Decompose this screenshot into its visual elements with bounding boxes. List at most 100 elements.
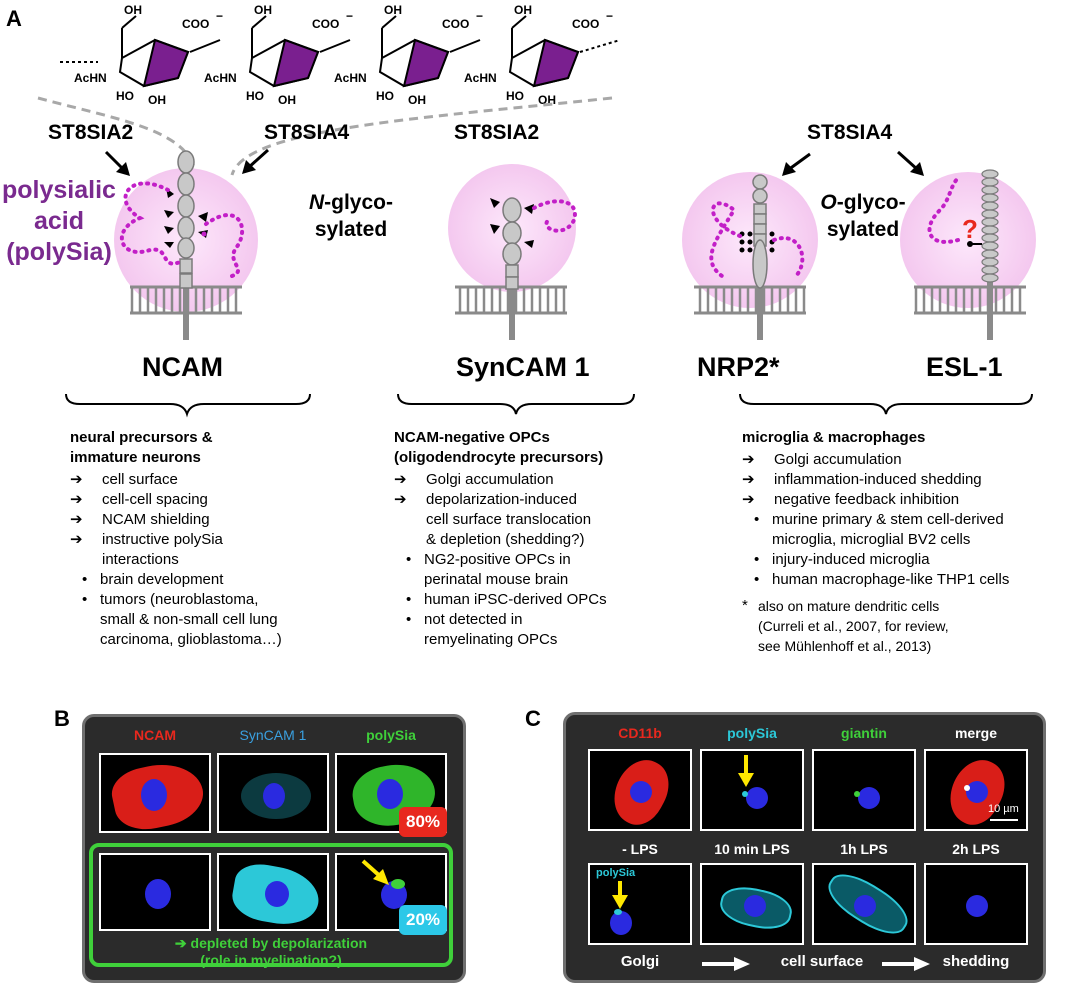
glyco-text: sylated [314, 218, 388, 241]
footnote: *also on mature dendritic cells [742, 596, 1060, 616]
list-item-text: brain development [100, 571, 224, 588]
list-item: ➔ Golgi accumulation [742, 450, 1060, 470]
bullet-icon: • [82, 571, 88, 588]
polysia-label: polysialic acid (polySia) [0, 175, 118, 268]
bullet-icon: • [754, 571, 760, 588]
panel-label-b: B [54, 706, 70, 731]
list-item-text: microglia, microglial BV2 cells [772, 531, 971, 548]
list-item-text: carcinoma, glioblastoma…) [100, 631, 282, 648]
list-item: ➔instructive polySia [70, 530, 330, 550]
micrograph-no-lps: polySia [588, 863, 692, 945]
membrane [694, 287, 806, 313]
label-2h-lps: 2h LPS [952, 841, 1000, 857]
arrow-icon: ➔ [742, 471, 755, 488]
label-golgi: Golgi [620, 953, 660, 970]
micrograph-2h-lps [924, 863, 1028, 945]
panel-b-box: NCAM SynCAM 1 polySia 80% 20% ➔ depleted… [82, 714, 466, 983]
depolarization-caption: ➔ depleted by depolarization (role in my… [93, 935, 449, 969]
list-item-text: not detected in [424, 611, 523, 628]
panel-c-box: CD11b polySia giantin merge 10 µm - LPS … [563, 712, 1046, 983]
micrograph-ncam-negative [99, 853, 211, 931]
micrograph-syncam-positive [217, 853, 329, 931]
achn-label: AcHN [334, 71, 367, 85]
caption-line: ➔ depleted by depolarization [174, 935, 368, 951]
yellow-arrow-icon [612, 881, 628, 909]
oh-label: OH [278, 93, 296, 107]
list-item: •injury-induced microglia [742, 550, 1060, 570]
list-item-text: murine primary & stem cell-derived [772, 511, 1004, 528]
label-shedding: shedding [942, 953, 1010, 970]
micrograph-ncam [99, 753, 211, 833]
depolarization-box: 20% ➔ depleted by depolarization (role i… [89, 843, 453, 969]
list-item: • murine primary & stem cell-derived [742, 510, 1060, 530]
ho-label: HO [116, 89, 134, 103]
scale-bar-label: 10 µm [988, 803, 1019, 815]
enzyme-st8sia2-left: ST8SIA2 [48, 121, 134, 144]
label-cell-surface: cell surface [780, 953, 864, 970]
badge-80-percent: 80% [399, 807, 447, 837]
list-item: perinatal mouse brain [394, 570, 664, 590]
bullet-icon: • [406, 611, 412, 628]
scale-bar [990, 819, 1018, 821]
list-item-text: interactions [102, 551, 179, 568]
achn-label: AcHN [464, 71, 497, 85]
protein-label-syncam: SynCAM 1 [456, 352, 590, 382]
white-arrow-icon [882, 957, 930, 971]
label-syncam: SynCAM 1 [239, 727, 307, 743]
sugar-unit-2 [189, 15, 320, 88]
micrograph-merge: 10 µm [924, 749, 1028, 831]
enzyme-st8sia4-right: ST8SIA4 [807, 121, 893, 144]
label-giantin: giantin [841, 725, 887, 741]
list-item: •human iPSC-derived OPCs [394, 590, 664, 610]
micrograph-cd11b [588, 749, 692, 831]
esl1-diagram [900, 169, 1036, 340]
protein-label-ncam: NCAM [142, 352, 223, 382]
label-merge: merge [954, 725, 998, 741]
n-glycosylated-note: N-glyco- sylated [296, 189, 406, 243]
arrow-st8sia4-ncam [242, 148, 270, 174]
list-item-text: cell-cell spacing [102, 491, 208, 508]
glyco-text: -glyco- [324, 191, 393, 214]
achn-label: AcHN [204, 71, 237, 85]
enzyme-st8sia4-left: ST8SIA4 [264, 121, 350, 144]
list-item: ➔Golgi accumulation [394, 470, 664, 490]
polysia-label-line: polysialic [2, 176, 116, 204]
oh-label: OH [514, 3, 532, 17]
arrow-icon: ➔ [742, 451, 755, 468]
list-item-text: & depletion (shedding?) [426, 531, 585, 548]
list-item: • not detected in [394, 610, 664, 630]
list-item: ➔inflammation-induced shedding [742, 470, 1060, 490]
arrow-st8sia4-nrp2 [782, 152, 811, 176]
list-item-text: Golgi accumulation [774, 451, 902, 468]
glyco-text: sylated [826, 218, 900, 241]
list-item: ➔cell surface [70, 470, 330, 490]
micrograph-polysia-golgi [335, 853, 447, 931]
caption-line: (role in myelination?) [200, 952, 342, 968]
list-item: ➔ cell-cell spacing [70, 490, 330, 510]
syncam-diagram [448, 164, 577, 340]
list-item: ➔NCAM shielding [70, 510, 330, 530]
minus-label: − [346, 9, 353, 23]
list-item-text: negative feedback inhibition [774, 491, 960, 508]
list-item-text: instructive polySia [102, 531, 223, 548]
yellow-arrow-icon [738, 755, 754, 787]
badge-20-percent: 20% [399, 905, 447, 935]
arrow-icon: ➔ [394, 471, 407, 488]
label-no-lps: - LPS [622, 841, 658, 857]
list-item: & depletion (shedding?) [394, 530, 664, 550]
asterisk: * [742, 597, 748, 614]
list-item: small & non-small cell lung [70, 610, 330, 630]
list-item: interactions [70, 550, 330, 570]
sugar-unit-1 [60, 15, 190, 88]
list-item: remyelinating OPCs [394, 630, 664, 650]
list-item: •tumors (neuroblastoma, [70, 590, 330, 610]
arrow-icon: ➔ [70, 491, 83, 508]
list-item-text: NCAM shielding [102, 511, 210, 528]
micrograph-polysia [700, 749, 804, 831]
minus-label: − [216, 9, 223, 23]
o-glycosylated-note: O-glyco- sylated [808, 189, 918, 243]
bullet-icon: • [754, 511, 760, 528]
ncam-heading: neural precursors & [70, 429, 213, 446]
label-cd11b: CD11b [618, 725, 662, 741]
ncam-description: neural precursors & immature neurons ➔ce… [70, 428, 330, 650]
